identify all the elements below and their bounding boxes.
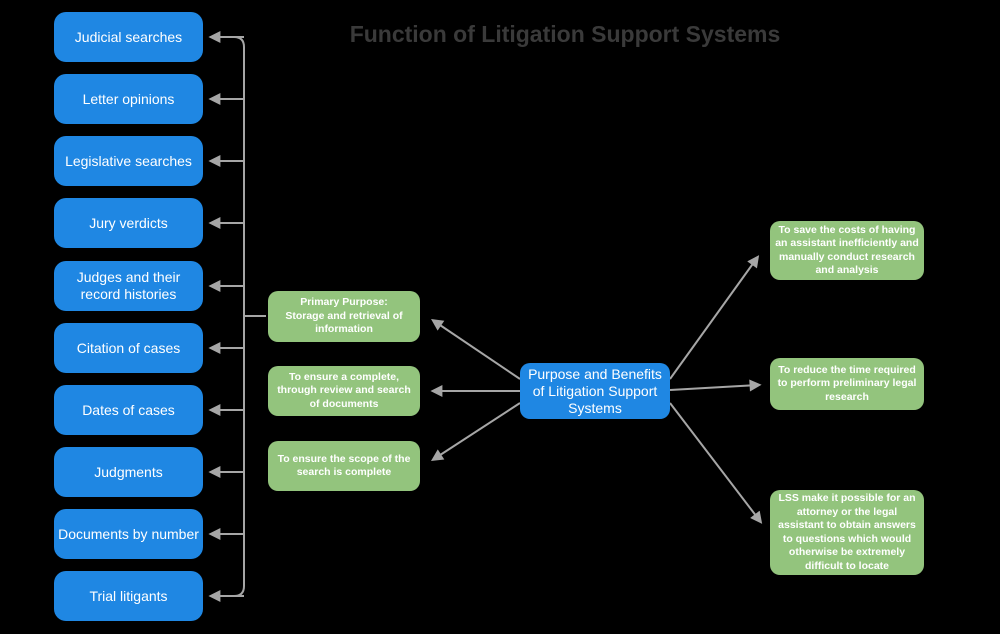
- arrow-center-to-reduce-time: [669, 379, 762, 392]
- node-primary-purpose: Primary Purpose: Storage and retrieval o…: [268, 291, 420, 342]
- node-save-costs: To save the costs of having an assistant…: [770, 221, 924, 280]
- node-letter-opinions: Letter opinions: [54, 74, 203, 124]
- diagram-title: Function of Litigation Support Systems: [349, 21, 781, 47]
- node-judges-record-histories: Judges and their record histories: [54, 261, 203, 311]
- node-judgments: Judgments: [54, 447, 203, 497]
- node-dates-of-cases: Dates of cases: [54, 385, 203, 435]
- connector-spine: [233, 36, 245, 597]
- node-trial-litigants: Trial litigants: [54, 571, 203, 621]
- node-judicial-searches: Judicial searches: [54, 12, 203, 62]
- node-legislative-searches: Legislative searches: [54, 136, 203, 186]
- arrow-center-to-obtain-answers: [669, 402, 763, 524]
- node-search-scope: To ensure the scope of the search is com…: [268, 441, 420, 491]
- node-complete-review: To ensure a complete, through review and…: [268, 366, 420, 416]
- arrow-center-to-primary-purpose: [431, 318, 521, 380]
- node-citation-of-cases: Citation of cases: [54, 323, 203, 373]
- node-obtain-answers: LSS make it possible for an attorney or …: [770, 490, 924, 575]
- arrow-center-to-save-costs: [669, 255, 760, 380]
- arrow-center-to-search-scope: [430, 402, 521, 461]
- node-purpose-and-benefits: Purpose and Benefits of Litigation Suppo…: [520, 363, 670, 419]
- node-jury-verdicts: Jury verdicts: [54, 198, 203, 248]
- node-documents-by-number: Documents by number: [54, 509, 203, 559]
- node-reduce-time: To reduce the time required to perform p…: [770, 358, 924, 410]
